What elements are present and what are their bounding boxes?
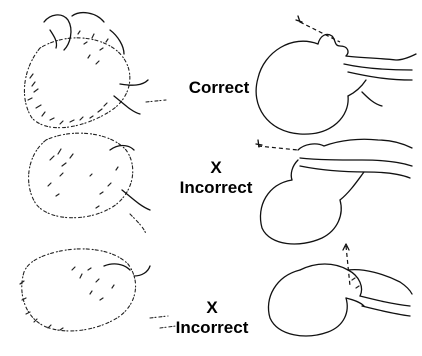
head-top-view-correct <box>24 13 166 128</box>
head-side-view-incorrect-2 <box>268 244 412 336</box>
head-side-view-incorrect-1 <box>256 139 412 244</box>
row-3-label: Incorrect <box>164 318 260 338</box>
label-incorrect-2: X Incorrect <box>164 298 260 338</box>
head-top-view-incorrect-1 <box>29 133 150 234</box>
label-incorrect-1: X Incorrect <box>168 158 264 198</box>
label-correct: Correct <box>174 78 264 98</box>
row-2-label: Incorrect <box>168 178 264 198</box>
head-top-view-incorrect-2 <box>20 249 176 331</box>
head-side-view-correct <box>256 16 416 134</box>
x-mark: X <box>168 158 264 178</box>
x-mark: X <box>164 298 260 318</box>
row-1-label: Correct <box>189 78 249 97</box>
